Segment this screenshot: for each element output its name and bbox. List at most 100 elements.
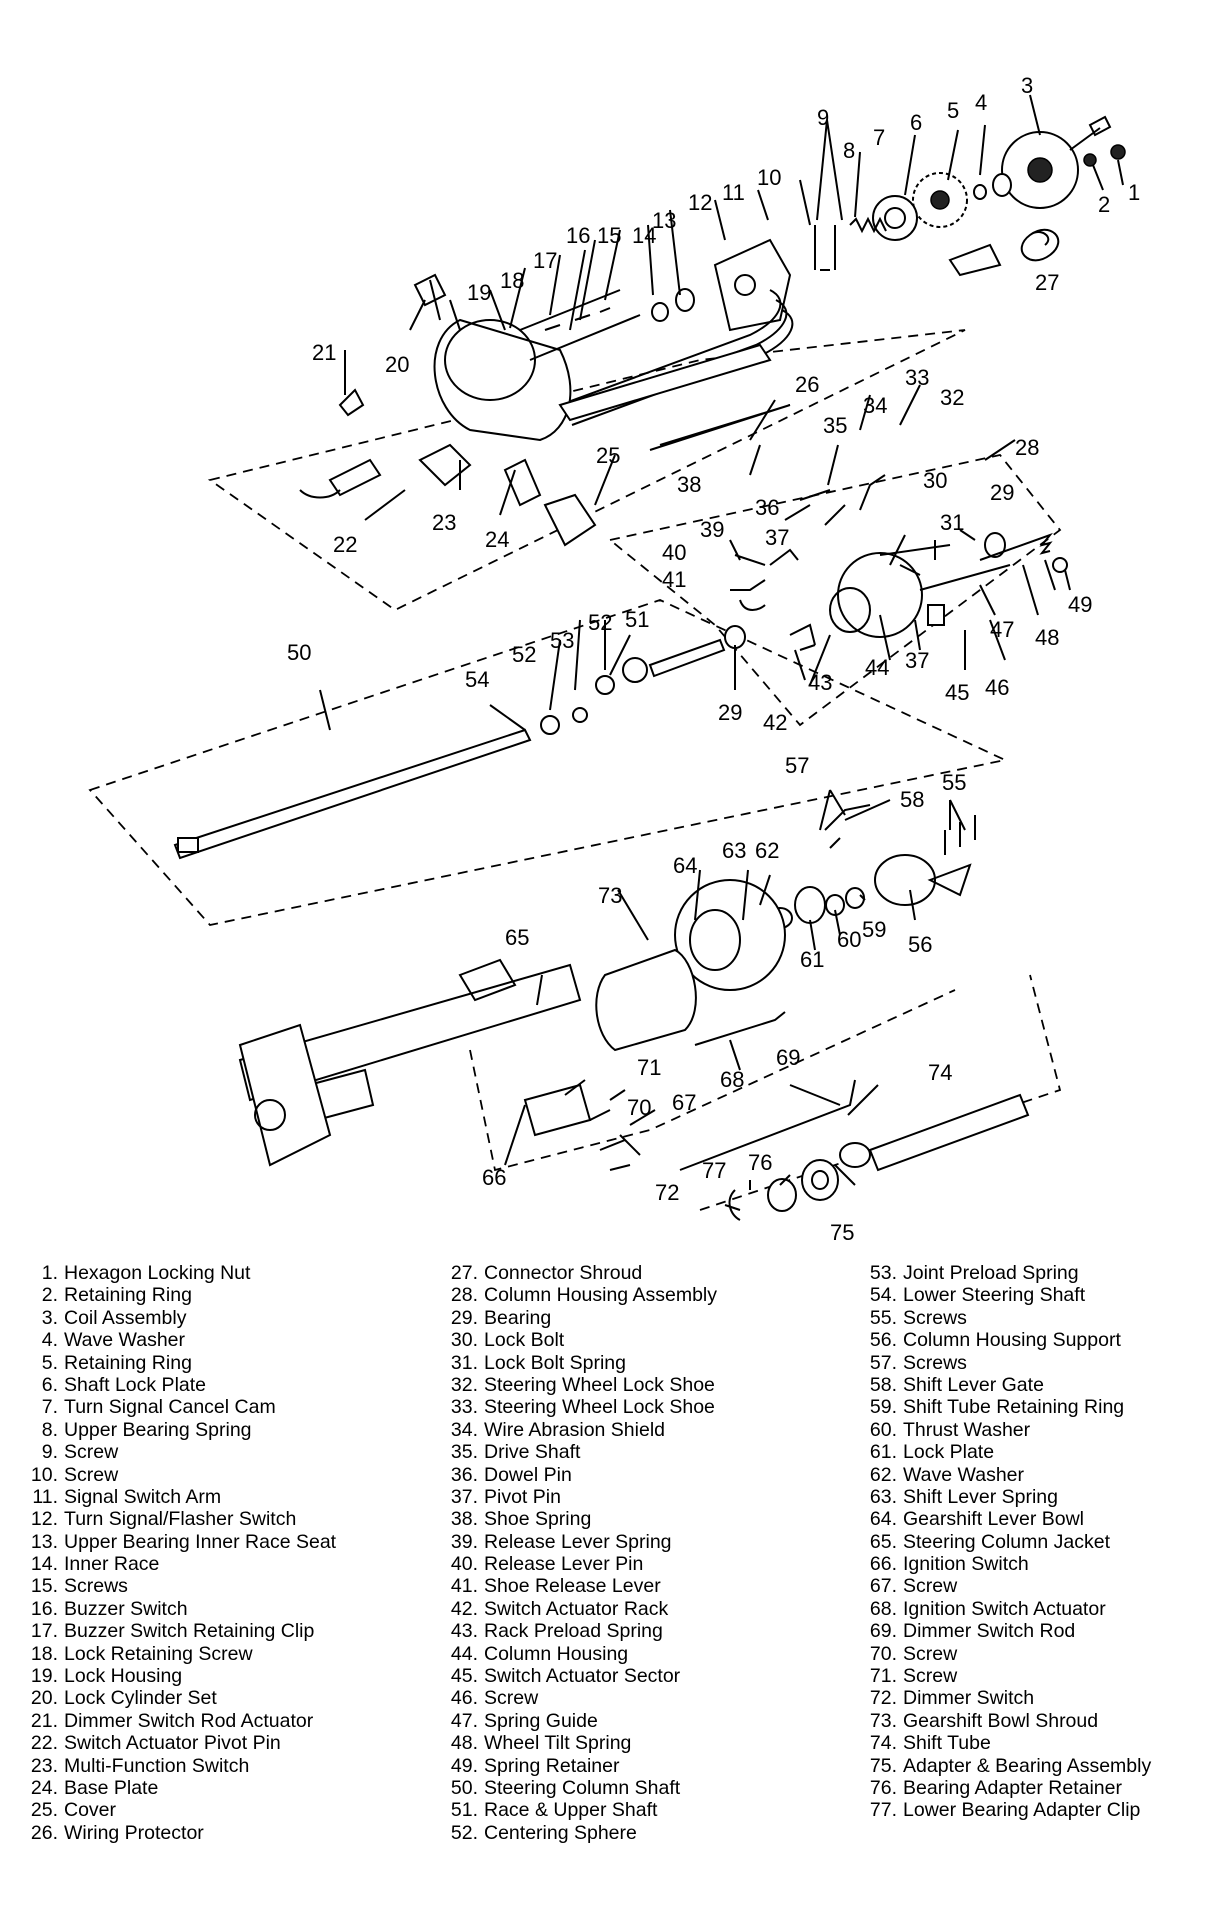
callout-70: 70 bbox=[627, 1095, 651, 1120]
legend-item: 59.Shift Tube Retaining Ring bbox=[869, 1396, 1125, 1419]
legend-item: 14.Inner Race bbox=[30, 1553, 160, 1576]
legend-item: 3.Coil Assembly bbox=[41, 1306, 187, 1329]
parts-legend: 1.Hexagon Locking Nut 2.Retaining Ring 3… bbox=[0, 1262, 1228, 1902]
legend-item: 72.Dimmer Switch bbox=[869, 1687, 1035, 1710]
callout-23: 23 bbox=[432, 510, 456, 535]
callout-46: 46 bbox=[985, 675, 1009, 700]
callout-11: 11 bbox=[722, 180, 745, 205]
legend-item: 30.Lock Bolt bbox=[450, 1329, 565, 1352]
leader-lines bbox=[319, 94, 1124, 1190]
callout-2: 2 bbox=[1098, 192, 1110, 217]
callout-16: 16 bbox=[566, 223, 590, 248]
legend-item: 7.Turn Signal Cancel Cam bbox=[41, 1396, 276, 1419]
legend-item: 28.Column Housing Assembly bbox=[450, 1284, 718, 1307]
legend-item: 55.Screws bbox=[869, 1306, 967, 1329]
exploded-steering-column-diagram: 1 2 3 4 5 6 7 8 9 10 11 12 13 14 15 16 1… bbox=[88, 73, 1140, 1245]
legend-item: 42.Switch Actuator Rack bbox=[450, 1597, 669, 1620]
callout-77: 77 bbox=[702, 1158, 726, 1183]
legend-column-1: 1.Hexagon Locking Nut 2.Retaining Ring 3… bbox=[30, 1262, 336, 1844]
callout-33: 33 bbox=[905, 365, 929, 390]
legend-item: 8.Upper Bearing Spring bbox=[41, 1418, 252, 1441]
legend-item: 23.Multi-Function Switch bbox=[30, 1754, 250, 1777]
callout-48: 48 bbox=[1035, 625, 1059, 650]
callout-54: 54 bbox=[465, 667, 489, 692]
callout-53: 53 bbox=[550, 628, 574, 653]
legend-item: 11.Signal Switch Arm bbox=[32, 1485, 222, 1508]
legend-item: 56.Column Housing Support bbox=[869, 1329, 1121, 1352]
callout-7: 7 bbox=[873, 125, 885, 150]
legend-item: 27.Connector Shroud bbox=[450, 1262, 643, 1284]
callout-9: 9 bbox=[817, 105, 829, 130]
callout-72: 72 bbox=[655, 1180, 679, 1205]
callout-14: 14 bbox=[632, 223, 656, 248]
legend-item: 17.Buzzer Switch Retaining Clip bbox=[30, 1620, 315, 1643]
legend-item: 4.Wave Washer bbox=[41, 1329, 185, 1352]
callout-61: 61 bbox=[800, 947, 824, 972]
legend-item: 25.Cover bbox=[30, 1799, 117, 1822]
callout-51: 51 bbox=[625, 607, 649, 632]
legend-item: 70.Screw bbox=[869, 1642, 958, 1665]
legend-item: 37.Pivot Pin bbox=[450, 1485, 561, 1508]
callout-52b: 52 bbox=[512, 642, 536, 667]
legend-item: 68.Ignition Switch Actuator bbox=[869, 1597, 1106, 1620]
callout-49: 49 bbox=[1068, 592, 1092, 617]
legend-item: 15.Screws bbox=[30, 1575, 128, 1598]
callout-18: 18 bbox=[500, 268, 524, 293]
callout-69: 69 bbox=[776, 1045, 800, 1070]
callout-10: 10 bbox=[757, 165, 781, 190]
callout-37b: 37 bbox=[905, 648, 929, 673]
callout-74: 74 bbox=[928, 1060, 952, 1085]
legend-item: 65.Steering Column Jacket bbox=[869, 1530, 1111, 1553]
legend-item: 73.Gearshift Bowl Shroud bbox=[869, 1709, 1099, 1732]
legend-item: 2.Retaining Ring bbox=[41, 1284, 192, 1307]
upper-components bbox=[299, 115, 1126, 547]
steering-shaft-components bbox=[173, 638, 726, 860]
legend-item: 67.Screw bbox=[869, 1575, 958, 1598]
callout-28: 28 bbox=[1015, 435, 1039, 460]
legend-item: 45.Switch Actuator Sector bbox=[450, 1665, 681, 1688]
legend-item: 50.Steering Column Shaft bbox=[450, 1776, 681, 1799]
callout-39: 39 bbox=[700, 517, 724, 542]
legend-item: 53.Joint Preload Spring bbox=[869, 1262, 1079, 1284]
callout-29: 29 bbox=[990, 480, 1014, 505]
legend-item: 19.Lock Housing bbox=[30, 1665, 183, 1688]
callout-55: 55 bbox=[942, 770, 966, 795]
legend-item: 20.Lock Cylinder Set bbox=[30, 1687, 217, 1710]
callout-35: 35 bbox=[823, 413, 847, 438]
legend-item: 63.Shift Lever Spring bbox=[869, 1485, 1059, 1508]
legend-item: 29.Bearing bbox=[450, 1306, 552, 1329]
legend-item: 39.Release Lever Spring bbox=[450, 1530, 672, 1553]
legend-item: 64.Gearshift Lever Bowl bbox=[869, 1508, 1084, 1531]
legend-item: 46.Screw bbox=[450, 1687, 539, 1710]
legend-item: 10.Screw bbox=[30, 1463, 119, 1486]
legend-item: 60.Thrust Washer bbox=[869, 1418, 1031, 1441]
callout-65: 65 bbox=[505, 925, 529, 950]
legend-item: 22.Switch Actuator Pivot Pin bbox=[30, 1732, 281, 1755]
legend-item: 13.Upper Bearing Inner Race Seat bbox=[30, 1530, 337, 1553]
legend-item: 36.Dowel Pin bbox=[450, 1463, 572, 1486]
callout-73: 73 bbox=[598, 883, 622, 908]
callout-20: 20 bbox=[385, 352, 409, 377]
legend-item: 40.Release Lever Pin bbox=[450, 1553, 644, 1576]
callout-29b: 29 bbox=[718, 700, 742, 725]
legend-item: 24.Base Plate bbox=[30, 1776, 159, 1799]
callout-50: 50 bbox=[287, 640, 311, 665]
legend-item: 33.Steering Wheel Lock Shoe bbox=[450, 1396, 715, 1419]
callout-56: 56 bbox=[908, 932, 932, 957]
callout-41: 41 bbox=[662, 567, 686, 592]
legend-item: 61.Lock Plate bbox=[869, 1441, 995, 1464]
legend-column-2: 27.Connector Shroud 28.Column Housing As… bbox=[448, 1262, 717, 1844]
callout-66: 66 bbox=[482, 1165, 506, 1190]
callout-59: 59 bbox=[862, 917, 886, 942]
callout-1: 1 bbox=[1128, 180, 1140, 205]
callout-76: 76 bbox=[748, 1150, 772, 1175]
legend-item: 71.Screw bbox=[869, 1665, 958, 1688]
legend-item: 62.Wave Washer bbox=[869, 1463, 1024, 1486]
legend-item: 54.Lower Steering Shaft bbox=[869, 1284, 1086, 1307]
group-outlines bbox=[88, 329, 1062, 1211]
legend-item: 74.Shift Tube bbox=[869, 1732, 991, 1755]
legend-item: 18.Lock Retaining Screw bbox=[30, 1642, 253, 1665]
legend-item: 51.Race & Upper Shaft bbox=[450, 1799, 658, 1822]
legend-item: 44.Column Housing bbox=[450, 1642, 629, 1665]
callout-67: 67 bbox=[672, 1090, 696, 1115]
